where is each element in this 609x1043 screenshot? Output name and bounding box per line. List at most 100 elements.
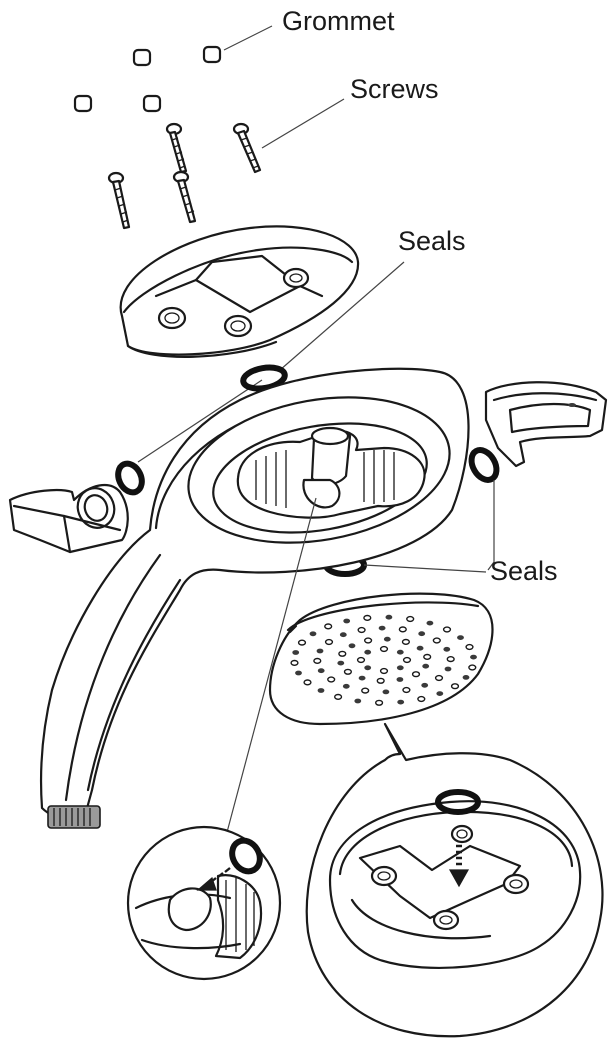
nozzle xyxy=(411,671,421,678)
nozzle xyxy=(317,668,325,674)
nozzle xyxy=(423,653,432,661)
screws-leader-line xyxy=(261,98,345,149)
grommets xyxy=(73,45,222,113)
nozzle xyxy=(357,626,366,634)
detail-callout-large xyxy=(305,722,604,1038)
screw-2 xyxy=(232,122,262,174)
seal-detail-small xyxy=(229,837,263,875)
nozzle xyxy=(443,646,451,652)
nozzle xyxy=(324,638,334,646)
nozzle xyxy=(309,631,317,637)
nozzle xyxy=(436,691,444,696)
nozzle xyxy=(313,657,322,665)
arrow-large xyxy=(448,844,470,888)
seals-right-leader-line-1 xyxy=(487,480,495,571)
nozzle xyxy=(337,660,345,666)
nozzle xyxy=(402,686,411,694)
nozzle xyxy=(417,695,426,703)
nozzle xyxy=(442,626,452,633)
nozzle xyxy=(462,675,470,680)
seal-top xyxy=(240,364,288,392)
screw-3 xyxy=(107,171,131,230)
nozzle xyxy=(356,656,366,664)
nozzle xyxy=(361,687,370,694)
arrow-small xyxy=(196,867,231,891)
seal-detail-large xyxy=(435,789,481,815)
nozzle xyxy=(432,637,441,644)
nozzle xyxy=(398,626,407,633)
nozzle xyxy=(364,637,373,644)
nozzle xyxy=(375,699,384,706)
nozzle xyxy=(457,635,464,640)
grommet-4 xyxy=(142,94,162,113)
nozzle xyxy=(379,667,389,675)
nozzle xyxy=(396,677,404,682)
nozzle xyxy=(324,623,333,630)
grommet-3 xyxy=(73,94,93,113)
seals-label-right: Seals xyxy=(490,556,558,586)
seals-right-leader-line-2 xyxy=(363,564,487,573)
nozzle xyxy=(416,645,424,651)
seals-top-leader-line-1 xyxy=(279,261,405,371)
nozzle xyxy=(338,650,347,657)
grommet-1 xyxy=(132,48,152,67)
nozzle xyxy=(364,649,372,655)
nozzle xyxy=(450,683,460,690)
seal-left xyxy=(115,460,145,496)
nozzle xyxy=(396,649,404,655)
nozzle xyxy=(406,615,415,623)
grommet-2 xyxy=(202,45,222,64)
nozzle xyxy=(303,679,312,686)
screw-4 xyxy=(172,170,197,224)
right-clip xyxy=(484,381,608,468)
nozzle xyxy=(327,676,336,683)
screws-label: Screws xyxy=(350,74,439,104)
nozzle xyxy=(376,677,385,684)
nozzle xyxy=(421,682,429,688)
nozzle xyxy=(426,620,434,626)
detail-callout-small xyxy=(126,825,282,981)
screws xyxy=(107,122,262,230)
nozzle xyxy=(358,675,366,681)
nozzle xyxy=(343,668,353,675)
nozzle xyxy=(422,663,430,669)
spray-nozzles xyxy=(290,614,477,706)
back-cover-plate xyxy=(119,225,360,358)
nozzle xyxy=(378,625,386,631)
nozzle xyxy=(382,689,390,695)
spray-face-plate xyxy=(268,592,494,726)
nozzle xyxy=(290,659,299,667)
nozzle xyxy=(434,674,444,682)
nozzle xyxy=(446,655,455,663)
seal-right xyxy=(468,447,500,483)
nozzle xyxy=(402,656,412,664)
nozzle xyxy=(292,650,300,655)
nozzle xyxy=(444,666,452,672)
nozzle xyxy=(383,636,391,642)
nozzle xyxy=(363,614,372,622)
seals-top-leader-line-2 xyxy=(137,379,263,463)
grommet-label: Grommet xyxy=(282,6,395,36)
nozzle xyxy=(354,698,362,704)
nozzle xyxy=(397,699,405,705)
nozzle xyxy=(348,643,356,649)
nozzle xyxy=(468,664,477,671)
nozzle xyxy=(342,683,350,689)
nozzle xyxy=(396,665,404,671)
nozzle xyxy=(401,638,411,646)
nozzle xyxy=(343,618,351,624)
left-bracket xyxy=(8,483,129,554)
seals-label-top: Seals xyxy=(398,226,466,256)
nozzle xyxy=(418,631,426,637)
nozzle xyxy=(470,654,477,660)
nozzle xyxy=(339,632,347,638)
nozzle xyxy=(295,670,302,676)
nozzle xyxy=(379,645,389,653)
detail-small-leader-line xyxy=(225,497,317,837)
grommet-leader-line xyxy=(223,25,273,51)
nozzle xyxy=(297,639,307,646)
nozzle xyxy=(364,665,372,671)
nozzle xyxy=(465,643,474,651)
nozzle xyxy=(317,688,325,693)
